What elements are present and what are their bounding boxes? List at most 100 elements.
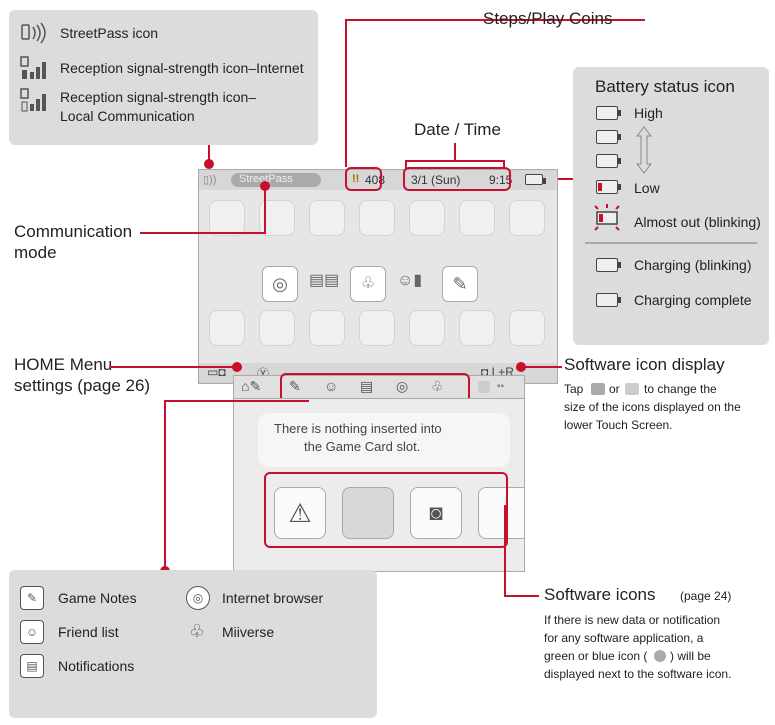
software-icons-label: Software icons (544, 585, 656, 604)
coins-connector-v (345, 19, 347, 167)
internet-browser-label: Internet browser (222, 590, 324, 606)
battery-low-fill (598, 183, 602, 191)
time-value: 9:15 (489, 173, 513, 187)
software-icons-desc-3: green or blue icon ( (544, 649, 648, 663)
software-empty-slot[interactable] (342, 487, 394, 539)
game-notes-label: Game Notes (58, 590, 137, 606)
status-battery-icon (525, 174, 546, 185)
bg-tile (359, 200, 395, 236)
home-menu-label-2: settings (page 26) (14, 376, 151, 395)
bg-tile (309, 310, 345, 346)
friend-list-label: Friend list (58, 624, 119, 640)
battery-high-label: High (634, 105, 663, 121)
app-legend-connector-h (164, 400, 309, 402)
signal-internet-label: Reception signal-strength icon–Internet (60, 60, 304, 76)
software-warning-icon[interactable]: ⚠ (274, 487, 326, 539)
home-menu-connector-dot (232, 362, 242, 372)
bg-tile (409, 310, 445, 346)
software-icons-desc-2: for any software application, a (544, 631, 704, 645)
miiverse-icon: ♧ (188, 621, 206, 641)
date-bracket-top (405, 160, 505, 162)
game-notes-tile: ✎ (442, 266, 478, 302)
software-camera-icon[interactable]: ◙ (410, 487, 462, 539)
home-menu-label: HOME Menu (14, 355, 113, 374)
communication-mode-label-2: mode (14, 243, 57, 262)
bg-tile (359, 310, 395, 346)
icon-size-large-button[interactable] (478, 381, 490, 393)
battery-low-label: Low (634, 180, 660, 196)
comm-legend-connector (208, 145, 210, 163)
bg-tile (409, 200, 445, 236)
communication-legend-box (9, 10, 318, 145)
up-down-arrow-icon (635, 126, 653, 179)
software-icons-desc-5: displayed next to the software icon. (544, 667, 732, 681)
signal-internet-icon (20, 56, 48, 80)
comm-mode-connector-dot (260, 181, 270, 191)
toolbar-internet-icon[interactable]: ◎ (396, 378, 409, 394)
notification-dot-icon (654, 650, 666, 662)
comm-mode-connector-h (140, 232, 265, 234)
top-screen: ▯)) StreetPass !! 408 3/1 (Sun) 9:15 ◎ ▤… (198, 169, 558, 384)
notifications-icon: ▤ (20, 654, 44, 678)
app-legend-connector (164, 400, 166, 572)
bg-tile (459, 310, 495, 346)
battery-mid2-icon (596, 154, 621, 168)
software-icons-connector-h (504, 595, 539, 597)
home-menu-connector (110, 366, 238, 368)
bg-tile (209, 200, 245, 236)
streetpass-icon-label: StreetPass icon (60, 25, 159, 41)
battery-almost-out-icon (592, 203, 622, 238)
miiverse-label: Miiverse (222, 624, 275, 640)
signal-local-label-line2: Local Communication (60, 108, 195, 124)
icon-display-desc-or: or (609, 382, 620, 396)
toolbar-game-notes-icon[interactable]: ✎ (289, 378, 301, 394)
battery-high-icon (596, 106, 621, 120)
battery-mid-icon (596, 130, 621, 144)
battery-legend-title: Battery status icon (595, 77, 735, 96)
icon-display-desc-size: size of the icons displayed on the (564, 400, 741, 414)
internet-browser-icon: ◎ (186, 586, 210, 610)
software-icons-connector-v (504, 505, 506, 595)
icon-display-desc-change: to change the (644, 382, 717, 396)
status-streetpass-icon: ▯)) (203, 174, 217, 186)
toolbar-miiverse-icon[interactable]: ♧ (431, 378, 444, 394)
icon-display-connector-dot (516, 362, 526, 372)
toolbar-friend-list-icon[interactable]: ☺ (324, 378, 339, 394)
home-settings-icon[interactable]: ⌂✎ (241, 378, 262, 394)
date-time-highlight (403, 167, 511, 191)
bg-tile (259, 310, 295, 346)
date-bracket-right (503, 160, 505, 169)
battery-almost-out-label: Almost out (blinking) (634, 214, 761, 230)
bg-tile (459, 200, 495, 236)
charging-icon (596, 258, 621, 272)
date-time-label: Date / Time (414, 120, 501, 139)
charging-label: Charging (blinking) (634, 257, 752, 273)
software-icon-display-label: Software icon display (564, 355, 725, 374)
icon-display-desc-screen: lower Touch Screen. (564, 418, 673, 432)
small-icon-swatch-icon (625, 383, 639, 395)
charging-complete-label: Charging complete (634, 292, 752, 308)
software-icons-highlight (264, 472, 508, 548)
bg-tile (309, 200, 345, 236)
bg-tile (509, 200, 545, 236)
friend-list-tile: ☺▮ (397, 272, 423, 289)
game-card-message-line1: There is nothing inserted into (274, 421, 442, 436)
communication-mode-label: Communication (14, 222, 133, 241)
signal-local-icon (20, 88, 48, 112)
game-notes-icon: ✎ (20, 586, 44, 610)
bg-tile (209, 310, 245, 346)
signal-local-label: Reception signal-strength icon– (60, 89, 257, 105)
steps-play-coins-label: Steps/Play Coins (483, 9, 613, 28)
icon-display-connector (520, 366, 562, 368)
icon-size-small-button[interactable]: ▪▪ (497, 381, 505, 392)
friend-list-icon: ☺ (20, 620, 44, 644)
software-partial-icon[interactable] (478, 487, 524, 539)
large-icon-swatch-icon (591, 383, 605, 395)
toolbar-notifications-icon[interactable]: ▤ (360, 378, 374, 394)
bottom-screen: There is nothing inserted into the Game … (233, 398, 525, 572)
streetpass-pill (231, 173, 321, 187)
coins-icon: !! (352, 173, 360, 185)
date-bracket-stem (454, 143, 456, 161)
charging-complete-icon (596, 293, 621, 307)
miiverse-tile: ♧ (350, 266, 386, 302)
